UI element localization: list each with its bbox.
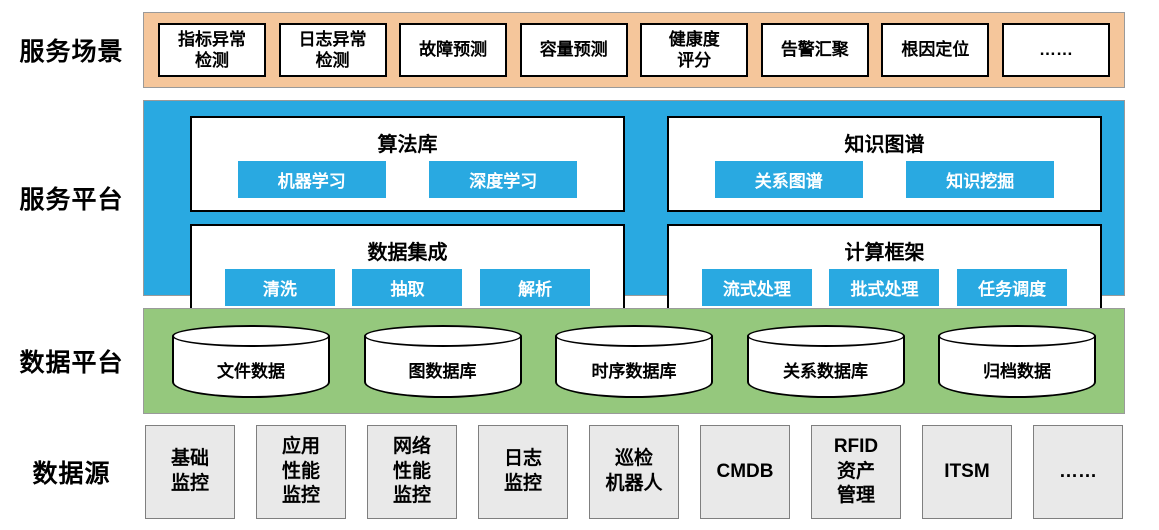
panel-data-integration: 数据集成 清洗 抽取 解析	[190, 224, 625, 320]
database-cylinder-relational-db: 关系数据库	[746, 324, 905, 398]
layer-data-sources: 数据源 基础 监控 应用 性能 监控 网络 性能 监控 日志 监控 巡检 机器人…	[0, 424, 1159, 520]
source-box-ellipsis: ……	[1033, 425, 1123, 519]
panel-title: 算法库	[377, 134, 438, 156]
panel-computing-framework: 计算框架 流式处理 批式处理 任务调度	[667, 224, 1102, 320]
source-box-log-monitoring: 日志 监控	[478, 425, 568, 519]
chip-deep-learning: 深度学习	[429, 161, 578, 198]
cylinder-label: 时序数据库	[591, 361, 677, 381]
chip-batch-processing: 批式处理	[829, 269, 940, 306]
layer-service-platform: 服务平台 算法库 机器学习 深度学习 知识图谱 关系图谱 知识挖掘 数据集成	[0, 100, 1159, 320]
chip-relation-graph: 关系图谱	[714, 161, 863, 198]
panel-title: 数据集成	[367, 242, 448, 264]
source-box-apm: 应用 性能 监控	[256, 425, 346, 519]
scenario-box-metric-anomaly: 指标异常 检测	[158, 23, 266, 77]
source-box-inspection-robot: 巡检 机器人	[589, 425, 679, 519]
layer-label-data-platform: 数据平台	[19, 349, 124, 377]
data-sources-band: 基础 监控 应用 性能 监控 网络 性能 监控 日志 监控 巡检 机器人 CMD…	[143, 424, 1125, 520]
platform-band: 算法库 机器学习 深度学习 知识图谱 关系图谱 知识挖掘 数据集成 清洗 抽取	[143, 100, 1125, 320]
chip-knowledge-mining: 知识挖掘	[906, 161, 1055, 198]
scenario-box-alert-aggregation: 告警汇聚	[760, 23, 869, 77]
scenario-box-root-cause: 根因定位	[881, 23, 990, 77]
scenario-box-capacity-prediction: 容量预测	[519, 23, 628, 77]
panel-algorithm-library: 算法库 机器学习 深度学习	[190, 116, 625, 212]
cylinder-label: 图数据库	[408, 361, 477, 381]
chip-stream-processing: 流式处理	[701, 269, 812, 306]
layer-label-scenarios: 服务场景	[19, 38, 124, 66]
database-cylinder-timeseries-db: 时序数据库	[555, 324, 713, 398]
scenarios-band: 指标异常 检测 日志异常 检测 故障预测 容量预测 健康度 评分 告警汇聚 根因…	[143, 12, 1125, 88]
database-cylinder-archive-data: 归档数据	[938, 324, 1096, 398]
panel-title: 计算框架	[844, 242, 925, 264]
scenario-box-ellipsis: ……	[1001, 23, 1110, 77]
chip-parsing: 解析	[480, 269, 591, 306]
layer-label-data-sources: 数据源	[32, 460, 111, 488]
layer-service-scenarios: 服务场景 指标异常 检测 日志异常 检测 故障预测 容量预测 健康度 评分 告警…	[0, 12, 1159, 88]
source-box-basic-monitoring: 基础 监控	[145, 425, 235, 519]
chip-row: 清洗 抽取 解析	[216, 269, 599, 306]
source-box-npm: 网络 性能 监控	[367, 425, 457, 519]
data-platform-band: 文件数据 图数据库 时序数据库 关系数据库 归档数据	[143, 308, 1125, 414]
scenario-box-log-anomaly: 日志异常 检测	[278, 23, 387, 77]
layer-label-platform: 服务平台	[19, 186, 124, 214]
chip-extraction: 抽取	[352, 269, 463, 306]
chip-cleaning: 清洗	[224, 269, 335, 306]
source-box-itsm: ITSM	[922, 425, 1012, 519]
layer-data-platform: 数据平台 文件数据 图数据库 时序数据库 关系数据库 归档数据	[0, 308, 1159, 414]
chip-row: 流式处理 批式处理 任务调度	[693, 269, 1076, 306]
panel-knowledge-graph: 知识图谱 关系图谱 知识挖掘	[667, 116, 1102, 212]
database-cylinder-file-data: 文件数据	[172, 324, 330, 398]
chip-machine-learning: 机器学习	[237, 161, 386, 198]
chip-task-scheduling: 任务调度	[957, 269, 1068, 306]
source-box-rfid-asset: RFID 资产 管理	[811, 425, 901, 519]
chip-row: 关系图谱 知识挖掘	[693, 161, 1076, 198]
cylinder-label: 关系数据库	[783, 361, 868, 381]
source-box-cmdb: CMDB	[700, 425, 790, 519]
panel-title: 知识图谱	[844, 134, 925, 156]
cylinder-label: 文件数据	[217, 361, 285, 381]
cylinder-label: 归档数据	[983, 361, 1051, 381]
scenario-box-health-score: 健康度 评分	[640, 23, 749, 77]
scenario-box-fault-prediction: 故障预测	[399, 23, 508, 77]
database-cylinder-graph-db: 图数据库	[363, 324, 522, 398]
chip-row: 机器学习 深度学习	[216, 161, 599, 198]
